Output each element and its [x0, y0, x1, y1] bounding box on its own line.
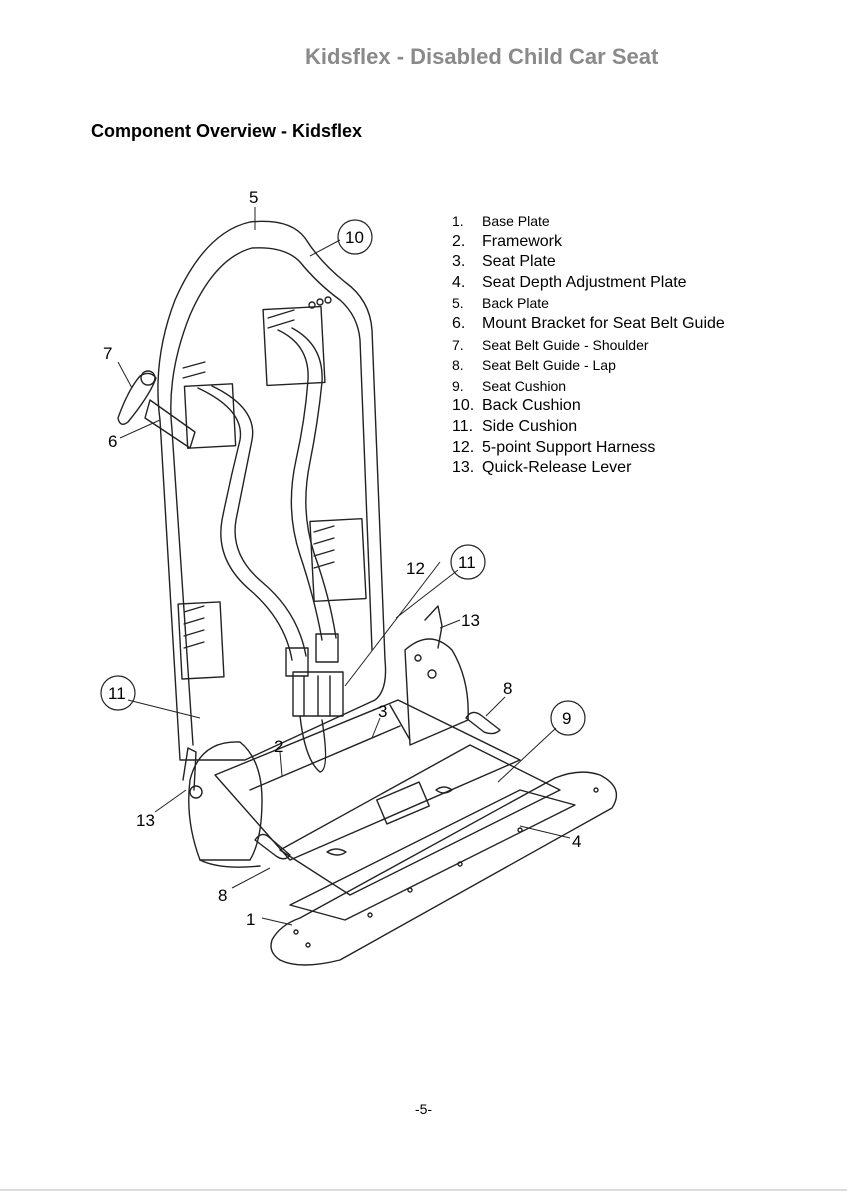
callout-3: 3 — [378, 702, 387, 721]
callout-6: 6 — [108, 432, 117, 451]
callout-13: 13 — [136, 811, 155, 830]
left-side-cushion — [188, 741, 263, 861]
legend-item: 7.Seat Belt Guide - Shoulder — [452, 336, 649, 353]
document-title: Kidsflex - Disabled Child Car Seat — [305, 44, 659, 69]
callout-2: 2 — [274, 737, 283, 756]
legend-item: 9.Seat Cushion — [452, 377, 567, 394]
harness-right-strap — [277, 329, 323, 641]
legend-item: 11.Side Cushion — [452, 417, 578, 435]
lap-belt-guide — [254, 833, 291, 860]
base-plate — [270, 771, 618, 966]
lap-belt-guide — [465, 711, 501, 735]
legend-item: 2.Framework — [452, 232, 563, 250]
section-heading: Component Overview - Kidsflex — [91, 121, 363, 141]
legend-item: 4.Seat Depth Adjustment Plate — [452, 273, 687, 291]
callout-10: 10 — [345, 228, 364, 247]
callout-9: 9 — [562, 709, 571, 728]
legend-item: 6.Mount Bracket for Seat Belt Guide — [452, 314, 725, 332]
seat-plate — [279, 744, 561, 896]
right-side-cushion — [404, 638, 469, 746]
legend-item: 3.Seat Plate — [452, 253, 556, 271]
mount-bracket — [144, 399, 196, 449]
back-plate-inner-edge — [170, 247, 373, 746]
callout-1: 1 — [246, 910, 255, 929]
harness-left-strap — [197, 387, 293, 661]
legend-item: 12.5-point Support Harness — [452, 438, 656, 456]
bottom-divider — [0, 1189, 847, 1191]
legend-item: 10.Back Cushion — [452, 397, 581, 415]
callout-11: 11 — [458, 553, 476, 572]
quick-release-lever — [424, 605, 443, 649]
callout-4: 4 — [572, 832, 581, 851]
legend-item: 13.Quick-Release Lever — [452, 459, 632, 477]
shoulder-belt-guide — [117, 372, 157, 425]
callout-8: 8 — [503, 679, 512, 698]
callout-8: 8 — [218, 886, 227, 905]
callout-11: 11 — [108, 684, 126, 703]
callout-7: 7 — [103, 344, 112, 363]
callout-12: 12 — [406, 559, 425, 578]
legend-item: 8.Seat Belt Guide - Lap — [452, 357, 616, 374]
component-legend: 1.Base Plate 2.Framework 3.Seat Plate 4.… — [452, 211, 725, 479]
framework — [214, 699, 521, 861]
back-plate — [157, 220, 387, 761]
callout-13: 13 — [461, 611, 480, 630]
quick-release-lever — [182, 747, 197, 791]
callout-5: 5 — [249, 188, 258, 207]
legend-item: 1.Base Plate — [452, 213, 550, 229]
seat-depth-adjustment-plate — [289, 789, 576, 921]
legend-item: 5.Back Plate — [452, 295, 549, 312]
page-number: -5- — [414, 1101, 433, 1117]
